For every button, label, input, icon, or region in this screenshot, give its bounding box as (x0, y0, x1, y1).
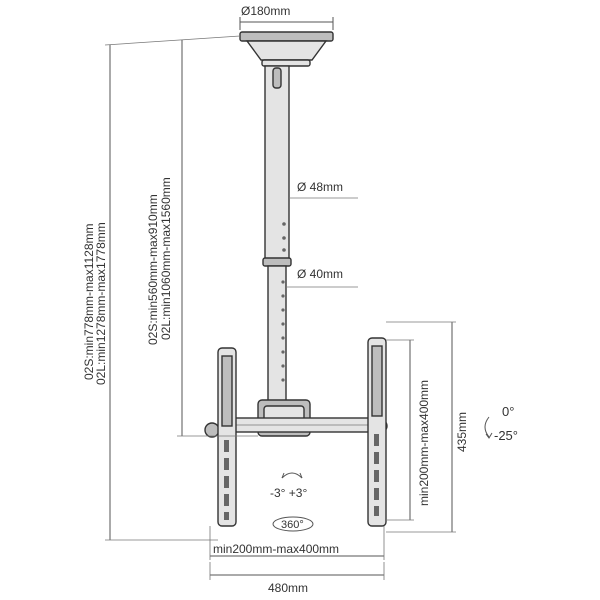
tilt-head (204, 399, 388, 438)
upper-tube (264, 65, 290, 261)
total-height-02s-label: 02S:min778mm-max1128mm (82, 223, 96, 380)
swivel-arrow-icon (281, 472, 303, 479)
plate-diameter-label: Ø180mm (241, 4, 290, 18)
left-bracket (217, 347, 237, 527)
rotation-label: 360° (281, 519, 304, 531)
swivel-label: -3° +3° (270, 486, 307, 500)
bracket-height-label: 435mm (455, 412, 469, 452)
lower-tube-diameter-label: Ø 40mm (297, 267, 343, 281)
vesa-vertical-label: min200mm-max400mm (417, 380, 431, 506)
upper-tube-diameter-label: Ø 48mm (297, 180, 343, 194)
tilt-bottom-label: -25° (494, 428, 518, 443)
tube-length-02l-label: 02L:min1060mm-max1560mm (159, 177, 173, 340)
total-height-02l-label: 02L:min1278mm-max1778mm (94, 222, 108, 385)
rotation-arrow-icon (272, 516, 314, 532)
right-bracket (367, 337, 387, 527)
vesa-horizontal-label: min200mm-max400mm (213, 542, 339, 556)
bracket-width-label: 480mm (268, 581, 308, 595)
tilt-arrow-icon (484, 416, 490, 438)
lower-tube (262, 257, 292, 403)
ceiling-plate (239, 31, 334, 67)
tilt-top-label: 0° (502, 404, 514, 419)
tube-length-02s-label: 02S:min560mm-max910mm (146, 194, 160, 345)
